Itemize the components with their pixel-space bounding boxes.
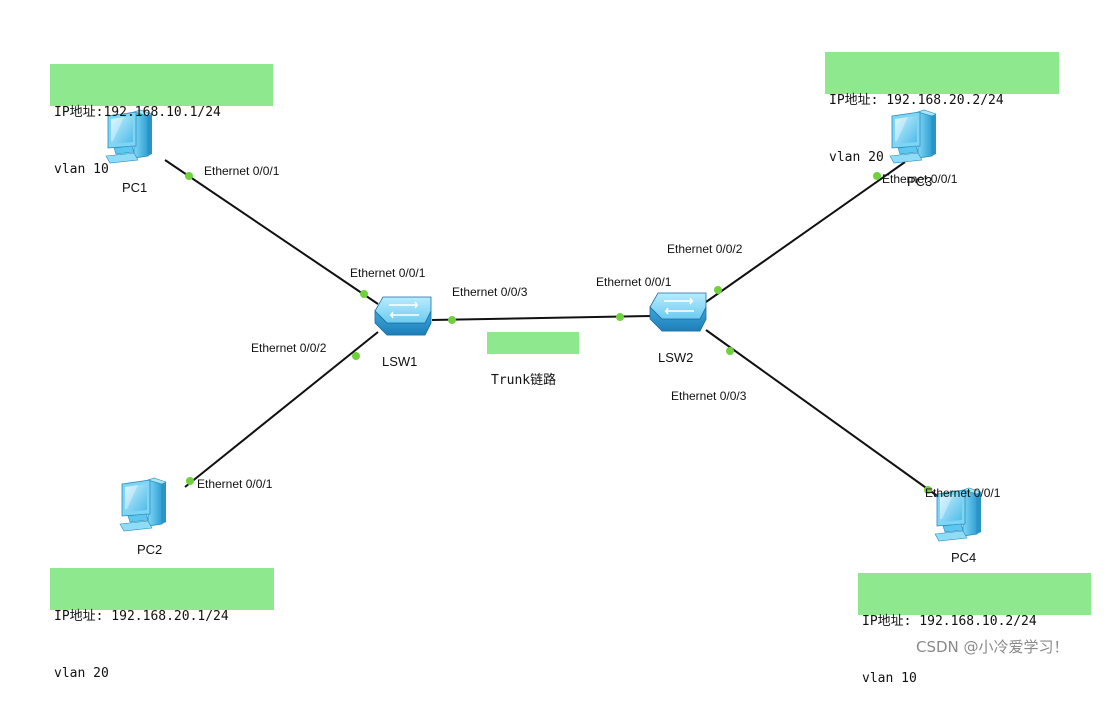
- lsw2-port-e2-label: Ethernet 0/0/2: [667, 242, 743, 256]
- pc4-info-note: IP地址: 192.168.10.2/24 vlan 10: [858, 573, 1091, 686]
- links: [164, 159, 944, 501]
- port-dot-pc4: [924, 486, 932, 494]
- pc1-ip-text: IP地址:192.168.10.1/24: [54, 105, 221, 120]
- port-dots: [185, 172, 932, 494]
- pc1-label: PC1: [122, 180, 148, 195]
- lsw2-port-e3-label: Ethernet 0/0/3: [671, 389, 747, 403]
- trunk-link-text: Trunk链路: [491, 373, 557, 388]
- port-dot-lsw1-e2: [352, 352, 360, 360]
- pc3-ip-text: IP地址: 192.168.20.2/24: [829, 93, 1004, 108]
- port-dot-lsw2-e2: [714, 286, 722, 294]
- pc4-port-label: Ethernet 0/0/1: [925, 486, 1001, 500]
- pc2-icon[interactable]: [119, 477, 167, 532]
- link-lsw1-lsw2: [431, 315, 653, 321]
- lsw1-port-e3-label: Ethernet 0/0/3: [452, 285, 528, 299]
- port-dot-lsw1-e3: [448, 316, 456, 324]
- csdn-watermark: CSDN @小冷爱学习！: [916, 638, 1069, 656]
- pc3-label: PC3: [907, 174, 933, 189]
- link-pc2-lsw1: [184, 331, 379, 488]
- pc2-label: PC2: [137, 542, 163, 557]
- port-dot-lsw2-e3: [726, 347, 734, 355]
- link-pc4-lsw2: [705, 329, 944, 501]
- lsw2-switch-icon[interactable]: [649, 292, 707, 332]
- link-pc3-lsw2: [705, 161, 906, 303]
- lsw2-port-e1-label: Ethernet 0/0/1: [596, 275, 672, 289]
- pc3-port-label: Ethernet 0/0/1: [882, 172, 958, 186]
- port-dot-pc1: [185, 172, 193, 180]
- pc4-vlan-text: vlan 10: [862, 671, 917, 686]
- lsw1-switch-icon[interactable]: [374, 296, 432, 336]
- pc3-info-note: IP地址: 192.168.20.2/24 vlan 20: [825, 52, 1059, 165]
- lsw1-label: LSW1: [382, 354, 418, 369]
- pc3-vlan-text: vlan 20: [829, 150, 884, 165]
- lsw2-label: LSW2: [658, 350, 694, 365]
- topology-canvas: [105, 109, 982, 542]
- pc4-label: PC4: [951, 550, 977, 565]
- lsw1-port-e1-label: Ethernet 0/0/1: [350, 266, 426, 280]
- port-dot-lsw2-e1: [616, 313, 624, 321]
- port-dot-pc3: [873, 172, 881, 180]
- trunk-link-note: Trunk链路: [487, 332, 579, 388]
- pc2-port-label: Ethernet 0/0/1: [197, 477, 273, 491]
- port-dot-pc2: [186, 477, 194, 485]
- pc2-info-note: IP地址: 192.168.20.1/24 vlan 20: [50, 568, 274, 681]
- lsw1-port-e2-label: Ethernet 0/0/2: [251, 341, 327, 355]
- pc2-ip-text: IP地址: 192.168.20.1/24: [54, 609, 229, 624]
- pc4-ip-text: IP地址: 192.168.10.2/24: [862, 614, 1037, 629]
- pc1-port-label: Ethernet 0/0/1: [204, 164, 280, 178]
- port-dot-lsw1-e1: [360, 290, 368, 298]
- pc1-vlan-text: vlan 10: [54, 162, 109, 177]
- pc1-info-note: IP地址:192.168.10.1/24 vlan 10: [50, 64, 273, 177]
- pc2-vlan-text: vlan 20: [54, 666, 109, 681]
- link-pc1-lsw1: [164, 159, 379, 305]
